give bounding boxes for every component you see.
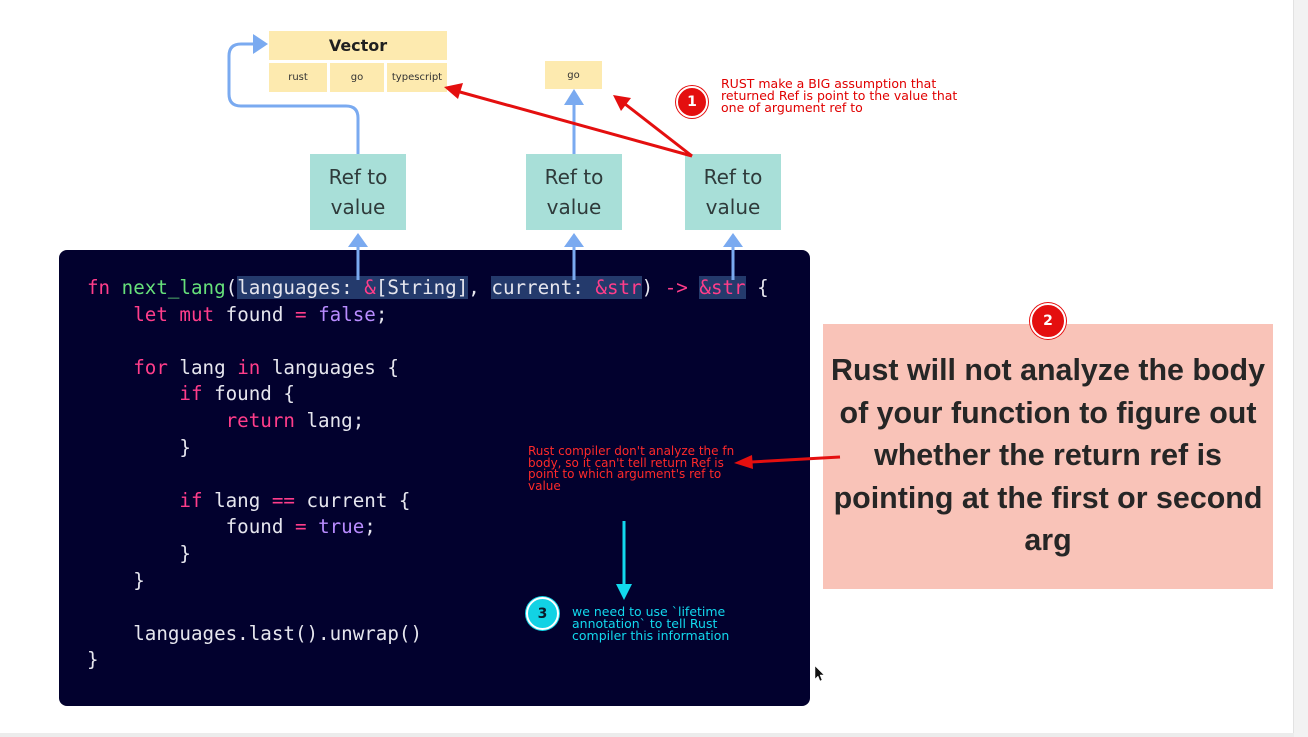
callout-text: Rust will not analyze the body of your f…	[831, 353, 1265, 557]
red-arrows	[444, 83, 841, 469]
code-block: fn next_lang(languages: &[String], curre…	[59, 250, 810, 706]
arrow-ref1-to-vector	[227, 42, 360, 154]
return-type-highlight: &str	[699, 276, 746, 299]
vertical-scrollbar[interactable]	[1293, 0, 1308, 737]
cyan-arrow	[616, 521, 632, 600]
ref-to-value-box-2: Ref to value	[526, 154, 622, 230]
ref-box-1-line2: value	[330, 195, 386, 219]
vector-cell-go: go	[330, 63, 384, 92]
bottom-border	[0, 733, 1294, 737]
ref-box-1-line1: Ref to	[328, 165, 388, 189]
code-text: fn next_lang(languages: &[String], curre…	[87, 276, 769, 672]
callout-box: Rust will not analyze the body of your f…	[823, 324, 1273, 589]
arrow-callout-to-note	[750, 455, 841, 464]
badge-1: 1	[676, 86, 708, 118]
badge-3: 3	[526, 597, 559, 630]
ref-box-3-line2: value	[705, 195, 761, 219]
ref-box-2-line1: Ref to	[544, 165, 604, 189]
param-current-highlight: current: &str	[491, 276, 642, 299]
go-value-box: go	[545, 61, 602, 89]
vector-cell-typescript: typescript	[387, 63, 447, 92]
vector-title: Vector	[269, 31, 447, 60]
badge-2: 2	[1030, 303, 1066, 339]
ref-box-3-line1: Ref to	[703, 165, 763, 189]
compiler-note-text: Rust compiler don't analyze the fn body,…	[528, 444, 735, 494]
ref-to-value-box-1: Ref to value	[310, 154, 406, 230]
ref-to-value-box-3: Ref to value	[685, 154, 781, 230]
arrow-ref3-to-typescript	[459, 90, 693, 158]
blue-arrows	[227, 34, 743, 280]
arrow-ref3-to-go	[624, 102, 693, 158]
note-1-text: RUST make a BIG assumption that returned…	[721, 76, 958, 115]
vector-cell-rust: rust	[269, 63, 327, 92]
note-3-text: we need to use `lifetime annotation` to …	[572, 604, 730, 643]
param-languages-highlight: languages: &[String]	[237, 276, 469, 299]
mouse-cursor-icon	[814, 665, 825, 682]
ref-box-2-line2: value	[546, 195, 602, 219]
